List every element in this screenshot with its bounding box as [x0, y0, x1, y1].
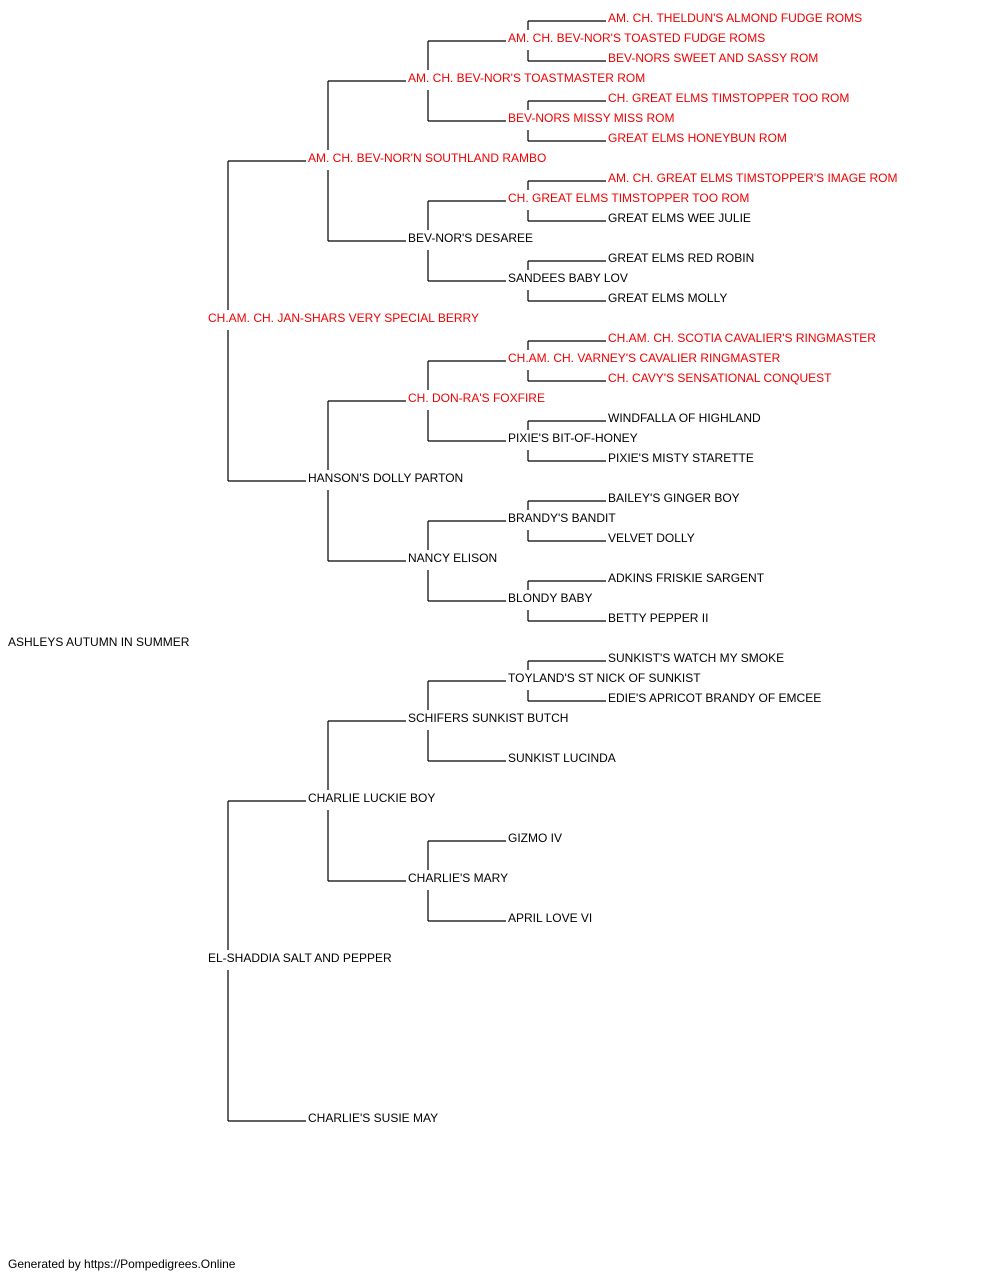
ancestor-name: BEV-NORS MISSY MISS ROM [508, 111, 675, 125]
ancestor-name: BRANDY'S BANDIT [508, 511, 616, 525]
ancestor-name: PIXIE'S MISTY STARETTE [608, 451, 754, 465]
ancestor-name: CH.AM. CH. VARNEY'S CAVALIER RINGMASTER [508, 351, 781, 365]
ancestor-name: BLONDY BABY [508, 591, 593, 605]
ancestor-name: WINDFALLA OF HIGHLAND [608, 411, 761, 425]
ancestor-name: EL-SHADDIA SALT AND PEPPER [208, 951, 392, 965]
ancestor-name: APRIL LOVE VI [508, 911, 593, 925]
ancestor-name: GIZMO IV [508, 831, 562, 845]
ancestor-name: AM. CH. BEV-NOR'S TOASTED FUDGE ROMS [508, 31, 766, 45]
ancestor-name: AM. CH. BEV-NOR'N SOUTHLAND RAMBO [308, 151, 547, 165]
ancestor-name: CHARLIE LUCKIE BOY [308, 791, 436, 805]
ancestor-name: AM. CH. GREAT ELMS TIMSTOPPER'S IMAGE RO… [608, 171, 898, 185]
ancestor-name: NANCY ELISON [408, 551, 498, 565]
ancestor-name: CHARLIE'S MARY [408, 871, 509, 885]
ancestor-name: AM. CH. THELDUN'S ALMOND FUDGE ROMS [608, 11, 863, 25]
ancestor-name: GREAT ELMS HONEYBUN ROM [608, 131, 787, 145]
ancestor-name: CH. GREAT ELMS TIMSTOPPER TOO ROM [608, 91, 850, 105]
ancestor-name: BAILEY'S GINGER BOY [608, 491, 740, 505]
ancestor-name: CH.AM. CH. JAN-SHARS VERY SPECIAL BERRY [208, 311, 479, 325]
ancestor-name: CH. CAVY'S SENSATIONAL CONQUEST [608, 371, 832, 385]
ancestor-name: CHARLIE'S SUSIE MAY [308, 1111, 439, 1125]
ancestor-name: SCHIFERS SUNKIST BUTCH [408, 711, 569, 725]
ancestor-name: TOYLAND'S ST NICK OF SUNKIST [508, 671, 701, 685]
ancestor-name: CH. GREAT ELMS TIMSTOPPER TOO ROM [508, 191, 750, 205]
ancestor-name: SANDEES BABY LOV [508, 271, 628, 285]
footer-credit: Generated by https://Pompedigrees.Online [8, 1257, 236, 1271]
ancestor-name: BEV-NOR'S DESAREE [408, 231, 533, 245]
ancestor-name: VELVET DOLLY [608, 531, 695, 545]
ancestor-name: EDIE'S APRICOT BRANDY OF EMCEE [608, 691, 822, 705]
ancestor-name: BETTY PEPPER II [608, 611, 709, 625]
ancestor-name: BEV-NORS SWEET AND SASSY ROM [608, 51, 819, 65]
ancestor-name: GREAT ELMS RED ROBIN [608, 251, 755, 265]
ancestor-name: ADKINS FRISKIE SARGENT [608, 571, 765, 585]
ancestor-name: HANSON'S DOLLY PARTON [308, 471, 464, 485]
ancestor-name: CH.AM. CH. SCOTIA CAVALIER'S RINGMASTER [608, 331, 876, 345]
ancestor-name: SUNKIST'S WATCH MY SMOKE [608, 651, 785, 665]
ancestor-name: GREAT ELMS MOLLY [608, 291, 728, 305]
ancestor-name: PIXIE'S BIT-OF-HONEY [508, 431, 638, 445]
ancestor-name: AM. CH. BEV-NOR'S TOASTMASTER ROM [408, 71, 646, 85]
ancestor-name: CH. DON-RA'S FOXFIRE [408, 391, 545, 405]
ancestor-name: SUNKIST LUCINDA [508, 751, 616, 765]
ancestor-name: GREAT ELMS WEE JULIE [608, 211, 751, 225]
subject-dog-name: ASHLEYS AUTUMN IN SUMMER [8, 635, 190, 649]
